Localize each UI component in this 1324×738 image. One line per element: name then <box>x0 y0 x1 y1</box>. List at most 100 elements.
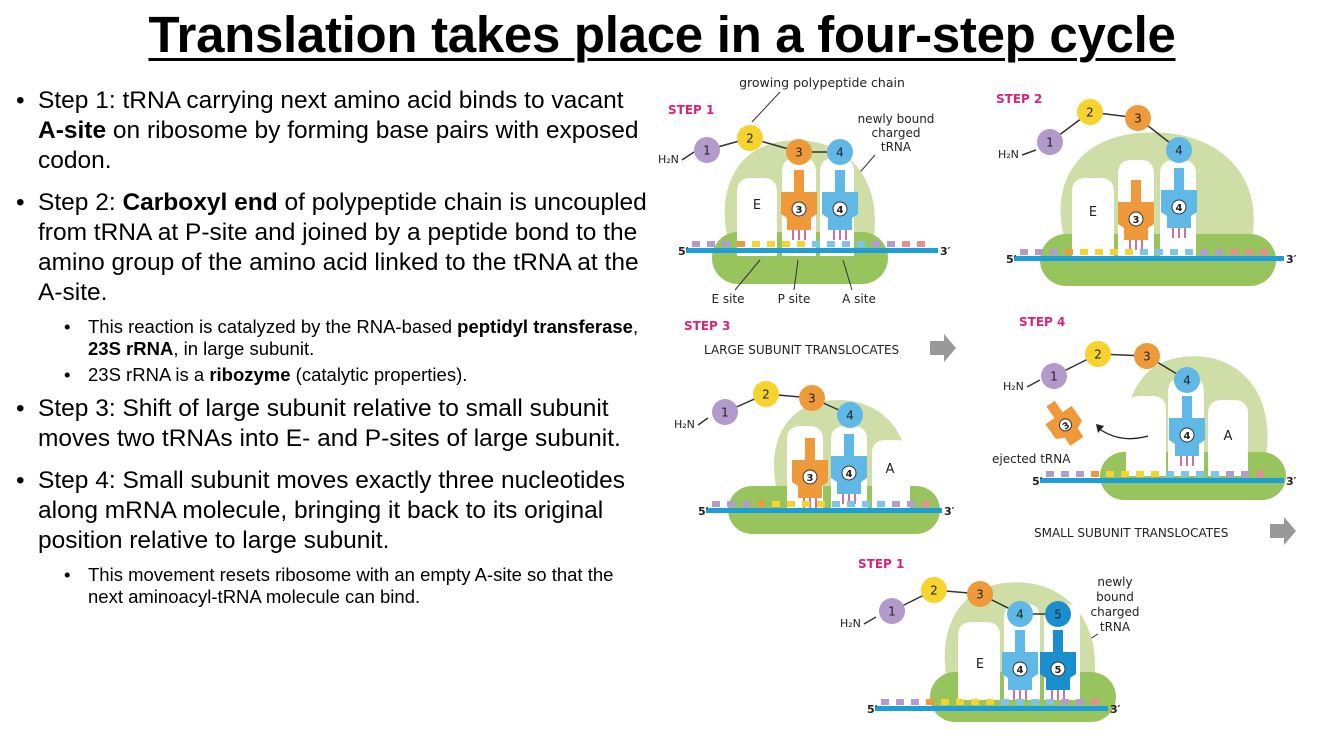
amino-acid-number: 2 <box>762 388 770 402</box>
bullet-step3: Step 3: Shift of large subunit relative … <box>10 394 650 454</box>
bullet-step1: Step 1: tRNA carrying next amino acid bi… <box>10 86 650 176</box>
trna-number: 5 <box>1055 665 1062 676</box>
subbullet-ribozyme: 23S rRNA is a ribozyme (catalytic proper… <box>10 364 650 386</box>
mrna-strand <box>1040 478 1284 483</box>
growing-chain-label: growing polypeptide chain <box>739 75 905 90</box>
mrna-nucleotide <box>922 501 930 507</box>
trna-3 <box>1131 180 1141 202</box>
mrna-nucleotide <box>1035 249 1043 255</box>
mrna-nucleotide <box>892 501 900 507</box>
trna-badge <box>1050 661 1066 677</box>
ejected-trna: 3 <box>1045 400 1084 446</box>
trna-number: 4 <box>837 205 844 216</box>
amino-acid-bead <box>1125 105 1151 131</box>
mrna-nucleotide <box>1166 471 1174 477</box>
a-site-pointer <box>842 259 853 291</box>
amino-acid-number: 4 <box>1183 374 1191 388</box>
newly-bound-label: newly bound <box>858 112 935 126</box>
newly-bound-label: newly <box>1097 575 1132 589</box>
mrna-nucleotide <box>1050 249 1058 255</box>
mrna-nucleotide <box>1106 471 1114 477</box>
newly-bound-label: tRNA <box>881 140 912 154</box>
p-site-pointer <box>793 259 799 291</box>
mrna-nucleotide <box>812 241 820 247</box>
trna-4 <box>844 434 854 456</box>
mrna-nucleotide <box>752 241 760 247</box>
amino-acid-number: 2 <box>746 132 754 146</box>
ejection-arrowhead <box>1096 424 1104 433</box>
mrna-nucleotide <box>911 699 919 705</box>
mrna-nucleotide <box>1196 471 1204 477</box>
trna-5 <box>1053 630 1063 652</box>
amino-terminus-bond <box>681 151 695 161</box>
a-site-letter: A <box>886 462 895 477</box>
amino-acid-bead <box>1007 601 1033 627</box>
newly-bound-label: charged <box>1091 605 1140 619</box>
a-site-label: A site <box>842 292 876 306</box>
step4-label: STEP 4 <box>1019 315 1065 329</box>
mrna-nucleotide <box>862 501 870 507</box>
step2-label: STEP 2 <box>996 92 1042 106</box>
ejected-trna-label: ejected tRNA <box>992 452 1071 466</box>
amino-acid-bead <box>1085 341 1111 367</box>
mrna-nucleotide <box>787 501 795 507</box>
amino-acid-number: 5 <box>1054 608 1062 622</box>
five-prime-label: 5′ <box>678 245 689 258</box>
mrna-nucleotide <box>1211 471 1219 477</box>
mrna-nucleotide <box>926 699 934 705</box>
amino-acid-number: 3 <box>1143 350 1151 364</box>
amino-acid-bead <box>837 402 863 428</box>
trna-number: 4 <box>1184 431 1191 442</box>
amino-acid-bead <box>1166 137 1192 163</box>
amino-acid-bead <box>694 137 720 163</box>
trna-4 <box>1174 168 1184 190</box>
mrna-nucleotide <box>827 241 835 247</box>
mrna-nucleotide <box>1091 699 1099 705</box>
trna-badge <box>802 469 818 485</box>
trna-badge <box>791 201 807 217</box>
three-prime-label: 3′ <box>944 505 955 518</box>
step3-label: STEP 3 <box>684 319 730 333</box>
mrna-nucleotide <box>1215 249 1223 255</box>
a-site-pocket <box>1208 400 1248 476</box>
ejected-trna-stem <box>1046 400 1063 418</box>
small-subunit-translocates-label: SMALL SUBUNIT TRANSLOCATES <box>1034 526 1228 540</box>
bullet-list: Step 1: tRNA carrying next amino acid bi… <box>10 86 650 616</box>
trna-badge <box>841 465 857 481</box>
amino-acid-number: 4 <box>1016 608 1024 622</box>
mrna-nucleotide <box>1136 471 1144 477</box>
mrna-nucleotide <box>727 501 735 507</box>
amino-acid-number: 3 <box>976 588 984 602</box>
mrna-nucleotide <box>1230 249 1238 255</box>
mrna-nucleotide <box>1226 471 1234 477</box>
mrna-nucleotide <box>986 699 994 705</box>
mrna-nucleotide <box>877 501 885 507</box>
subbullet-reset: This movement resets ribosome with an em… <box>10 564 650 608</box>
mrna-nucleotide <box>1260 249 1268 255</box>
mrna-nucleotide <box>1140 249 1148 255</box>
amino-acid-bead <box>1077 99 1103 125</box>
mrna-nucleotide <box>1061 471 1069 477</box>
mrna-nucleotide <box>1125 249 1133 255</box>
trna-badge <box>1171 199 1187 215</box>
amino-acid-bead <box>1134 343 1160 369</box>
mrna-nucleotide <box>1016 699 1024 705</box>
amino-acid-number: 4 <box>1175 144 1183 158</box>
e-site-letter: E <box>1089 205 1097 220</box>
mrna-nucleotide <box>872 241 880 247</box>
trna-number: 4 <box>1017 665 1024 676</box>
amino-acid-bead <box>827 139 853 165</box>
amino-terminus-label: H₂N <box>840 617 861 630</box>
amino-acid-number: 2 <box>1086 106 1094 120</box>
trna-badge <box>1179 427 1195 443</box>
mrna-nucleotide <box>737 241 745 247</box>
p-site-label: P site <box>778 292 811 306</box>
large-translocate-arrow <box>930 334 956 362</box>
mrna-nucleotide <box>1155 249 1163 255</box>
mrna-nucleotide <box>692 241 700 247</box>
mrna-nucleotide <box>802 501 810 507</box>
mrna-nucleotide <box>1001 699 1009 705</box>
five-prime-label: 5′ <box>1006 253 1017 266</box>
amino-acid-number: 1 <box>703 144 711 158</box>
